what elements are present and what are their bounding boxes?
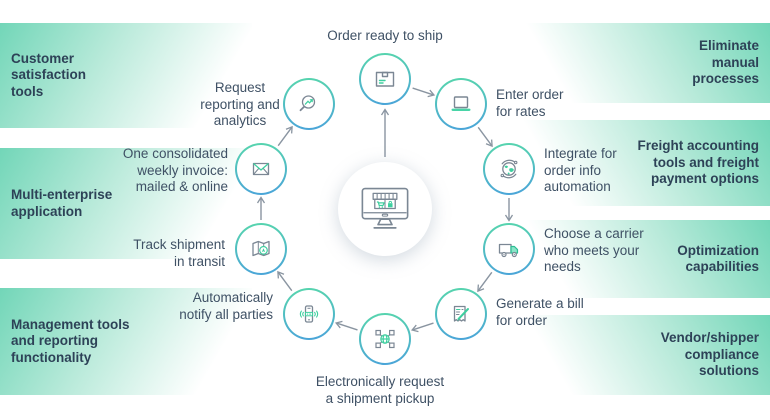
label-generate-bill: Generate a bill for order	[496, 296, 584, 328]
label-notify-parties: Automatically notify all parties	[179, 290, 273, 322]
panel-label: Vendor/shipper compliance solutions	[660, 330, 759, 379]
node-order-ready-to-ship	[359, 53, 411, 105]
panel-label: Management tools and reporting functiona…	[11, 316, 130, 365]
map-tracking-icon	[252, 240, 270, 257]
node-reporting-analytics	[283, 78, 335, 130]
panel-label: Freight accounting tools and freight pay…	[637, 138, 760, 187]
panel-label: Eliminate manual processes	[692, 38, 759, 87]
package-box-icon	[375, 71, 395, 87]
arrow	[277, 270, 293, 292]
storefront-monitor-icon	[361, 187, 409, 229]
node-request-pickup	[359, 313, 411, 365]
node-generate-bill	[435, 288, 487, 340]
arrow	[412, 87, 436, 98]
node-enter-order-for-rates	[435, 78, 487, 130]
panel-label: Customer satisfaction tools	[11, 50, 87, 99]
panel-optimization: Optimization capabilities	[518, 220, 770, 298]
node-integrate-order-info	[483, 143, 535, 195]
label-reporting-analytics: Request reporting and analytics	[200, 80, 280, 128]
label-choose-carrier: Choose a carrier who meets your needs	[544, 226, 644, 274]
invoice-pencil-icon	[453, 305, 469, 322]
arrow	[410, 322, 434, 333]
panel-customer-satisfaction: Customer satisfaction tools	[0, 23, 252, 128]
node-choose-carrier	[483, 223, 535, 275]
node-track-shipment	[235, 223, 287, 275]
phone-alert-icon	[299, 305, 319, 323]
arrow	[334, 320, 358, 331]
label-request-pickup: Electronically request a shipment pickup	[315, 374, 445, 406]
globe-sync-icon	[500, 159, 518, 179]
panel-management-tools: Management tools and reporting functiona…	[0, 288, 252, 395]
panel-vendor-compliance: Vendor/shipper compliance solutions	[518, 315, 770, 395]
node-notify-parties	[283, 288, 335, 340]
panel-eliminate-manual: Eliminate manual processes	[518, 23, 770, 103]
panel-multi-enterprise: Multi-enterprise application	[0, 148, 252, 259]
label-order-ready-to-ship: Order ready to ship	[327, 28, 443, 43]
panel-freight-accounting: Freight accounting tools and freight pay…	[518, 120, 770, 206]
node-weekly-invoice	[235, 143, 287, 195]
truck-icon	[498, 243, 519, 258]
label-integrate-order-info: Integrate for order info automation	[544, 146, 617, 194]
panel-label: Optimization capabilities	[677, 242, 759, 275]
laptop-icon	[451, 96, 471, 111]
panel-label: Multi-enterprise application	[11, 187, 113, 219]
envelope-icon	[252, 162, 270, 176]
magnifier-analytics-icon	[299, 95, 316, 112]
central-hub-circle	[338, 162, 432, 256]
label-weekly-invoice: One consolidated weekly invoice: mailed …	[122, 146, 228, 194]
arrow	[477, 271, 493, 293]
arrow	[277, 125, 293, 147]
label-enter-order-for-rates: Enter order for rates	[496, 87, 564, 119]
network-hub-icon	[375, 329, 395, 349]
arrow	[477, 126, 493, 148]
label-track-shipment: Track shipment in transit	[133, 237, 225, 269]
